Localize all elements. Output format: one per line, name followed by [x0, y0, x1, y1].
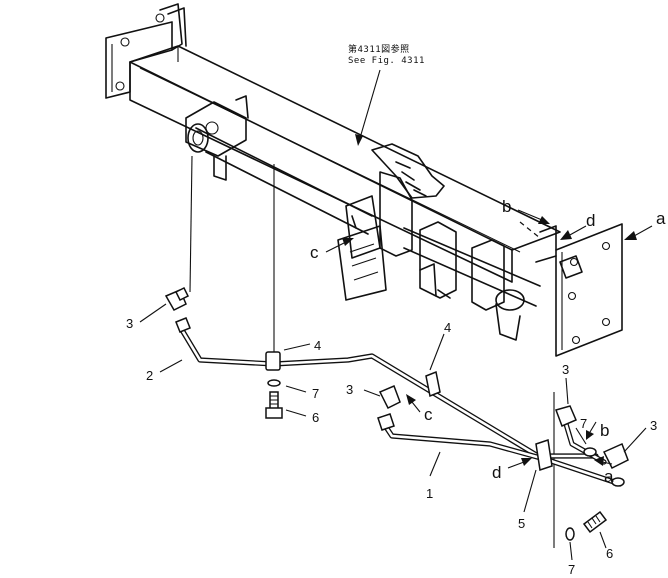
washer-7-bottom: [565, 527, 575, 541]
callout-part-2: 2: [146, 368, 153, 383]
connection-arrows: [325, 209, 653, 469]
reference-note-japanese: 第4311図参照: [348, 43, 410, 55]
left-tube-bracket: [185, 101, 247, 157]
part-callouts: 1 2 3 3 3 3 4 4 5 6 6 7 7 7: [126, 316, 657, 577]
callout-part-7-left: 7: [312, 386, 319, 401]
main-beam: [129, 45, 561, 251]
frame-assembly: [105, 3, 623, 357]
callout-part-3-mid: 3: [346, 382, 353, 397]
mark-b-pipe: b: [600, 421, 609, 440]
reference-leader: [355, 69, 381, 146]
mark-d-pipe: d: [492, 463, 501, 482]
mark-c-frame: c: [310, 243, 319, 262]
washer-7-left: [267, 379, 281, 387]
reference-note-english: See Fig. 4311: [348, 56, 425, 66]
callout-part-3-left: 3: [126, 316, 133, 331]
callout-part-4-mid: 4: [444, 320, 451, 335]
clamp-5: [535, 439, 553, 471]
callout-part-4-left: 4: [314, 338, 321, 353]
callout-part-1: 1: [426, 486, 433, 501]
fittings: [164, 286, 629, 541]
callout-leaders: [139, 303, 647, 561]
reference-note: 第4311図参照 See Fig. 4311: [348, 43, 425, 66]
callout-part-5: 5: [518, 516, 525, 531]
right-mounting-plate: [555, 223, 623, 357]
mark-a-pipe: a: [604, 467, 614, 486]
connector-3-right-top: [555, 405, 577, 427]
mark-b-frame: b: [502, 197, 511, 216]
elbow-fitting-mid: [378, 385, 401, 410]
clamp-4-left: [265, 351, 281, 371]
callout-part-6-right: 6: [606, 546, 613, 561]
washer-7-right-top: [583, 447, 597, 457]
callout-part-7-right-top: 7: [580, 416, 587, 431]
elbow-fitting-right: [602, 442, 629, 470]
callout-part-6-left: 6: [312, 410, 319, 425]
connection-marks: a b c d a b c d: [310, 197, 666, 486]
mark-d-frame: d: [586, 211, 595, 230]
callout-part-3-right: 3: [650, 418, 657, 433]
callout-part-7-bottom: 7: [568, 562, 575, 577]
callout-part-3-right-top: 3: [562, 362, 569, 377]
piping: [179, 327, 623, 487]
clamp-4-mid: [425, 370, 441, 398]
mark-c-pipe: c: [424, 405, 433, 424]
gear-sector: [371, 143, 445, 199]
mark-a-frame: a: [656, 209, 666, 228]
installation-lines: [189, 155, 555, 548]
axle-tube: [195, 127, 373, 217]
